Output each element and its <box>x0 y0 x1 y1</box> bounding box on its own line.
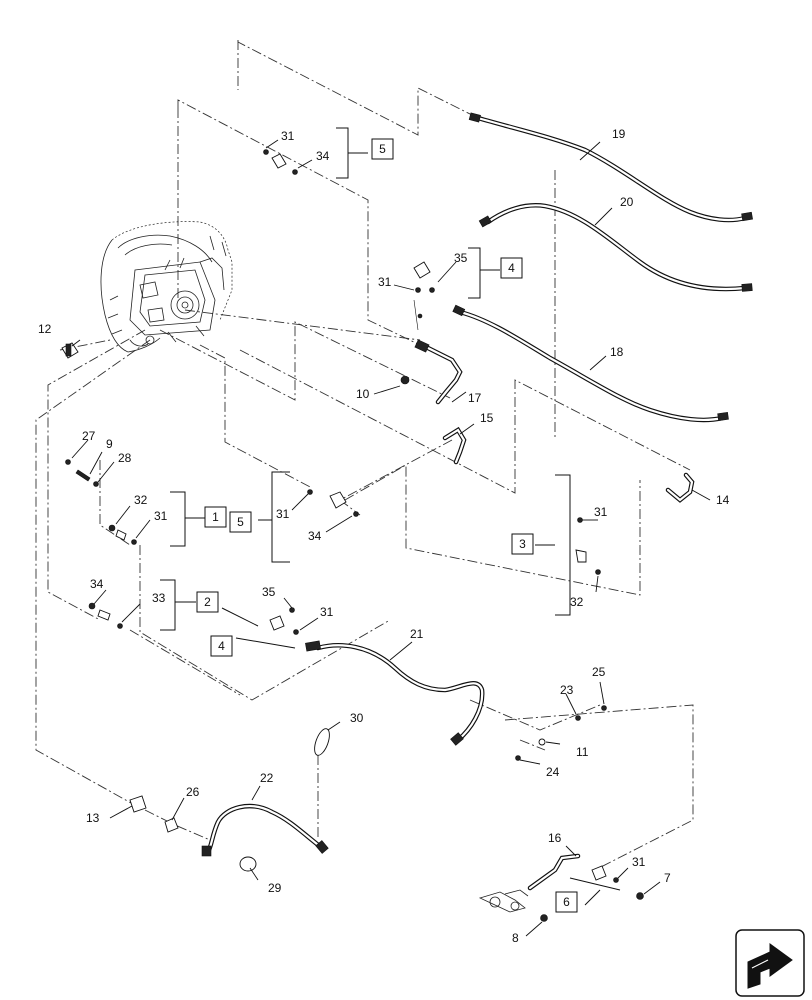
svg-text:6: 6 <box>563 895 570 909</box>
svg-text:5: 5 <box>237 515 244 529</box>
callout-17: 17 <box>468 391 482 405</box>
callout-18: 18 <box>610 345 624 359</box>
callout-box-1: 1 <box>204 506 227 528</box>
transmission-housing-sketch <box>100 221 233 353</box>
callout-31: 31 <box>594 505 608 519</box>
callout-35: 35 <box>454 251 468 265</box>
tube-14 <box>665 472 695 503</box>
leader-lines <box>71 139 711 937</box>
svg-text:4: 4 <box>218 639 225 653</box>
svg-text:3: 3 <box>519 537 526 551</box>
svg-text:4: 4 <box>508 261 515 275</box>
svg-text:1: 1 <box>212 510 219 524</box>
callout-16: 16 <box>548 831 562 845</box>
callout-25: 25 <box>592 665 606 679</box>
callout-29: 29 <box>268 881 282 895</box>
callout-box-5-mid: 5 <box>229 511 252 533</box>
svg-text:2: 2 <box>204 595 211 609</box>
callout-10: 10 <box>356 387 370 401</box>
callout-labels: 31 34 19 20 35 31 18 12 10 17 15 27 9 28… <box>38 127 730 945</box>
callout-31: 31 <box>378 275 392 289</box>
svg-text:5: 5 <box>379 142 386 156</box>
callout-box-2: 2 <box>196 591 219 613</box>
callout-15: 15 <box>480 411 494 425</box>
callout-28: 28 <box>118 451 132 465</box>
next-page-arrow-icon[interactable] <box>735 929 805 997</box>
callout-31: 31 <box>281 129 295 143</box>
callout-19: 19 <box>612 127 626 141</box>
hose-22 <box>201 803 329 857</box>
callout-24: 24 <box>546 765 560 779</box>
callout-34: 34 <box>308 529 322 543</box>
tube-17 <box>414 339 463 405</box>
brackets <box>160 127 621 906</box>
tube-16 <box>478 853 581 913</box>
callout-box-6: 6 <box>555 891 578 913</box>
callout-31: 31 <box>276 507 290 521</box>
callout-33: 33 <box>152 591 166 605</box>
callout-26: 26 <box>186 785 200 799</box>
callout-34: 34 <box>316 149 330 163</box>
callout-13: 13 <box>86 811 100 825</box>
callout-34: 34 <box>90 577 104 591</box>
callout-23: 23 <box>560 683 574 697</box>
callout-20: 20 <box>620 195 634 209</box>
hose-20 <box>478 203 753 292</box>
callout-box-4-top: 4 <box>500 257 523 279</box>
hose-21 <box>305 640 485 746</box>
callout-7: 7 <box>664 871 671 885</box>
callout-35: 35 <box>262 585 276 599</box>
callout-box-4-mid: 4 <box>210 635 233 657</box>
callout-31: 31 <box>154 509 168 523</box>
callout-9: 9 <box>106 437 113 451</box>
callout-14: 14 <box>716 493 730 507</box>
callout-8: 8 <box>512 931 519 945</box>
hose-18 <box>452 304 729 423</box>
callout-box-3: 3 <box>511 533 534 555</box>
routing-lines <box>35 40 694 871</box>
callout-32: 32 <box>570 595 584 609</box>
callout-22: 22 <box>260 771 274 785</box>
callout-box-5-top: 5 <box>371 138 394 160</box>
callout-27: 27 <box>82 429 96 443</box>
callout-32: 32 <box>134 493 148 507</box>
callout-21: 21 <box>410 627 424 641</box>
callout-31: 31 <box>320 605 334 619</box>
hose-19 <box>468 112 753 223</box>
callout-12: 12 <box>38 322 52 336</box>
fittings <box>61 149 644 922</box>
callout-31: 31 <box>632 855 646 869</box>
callout-11: 11 <box>576 745 589 759</box>
tube-15 <box>442 426 467 465</box>
callout-30: 30 <box>350 711 364 725</box>
